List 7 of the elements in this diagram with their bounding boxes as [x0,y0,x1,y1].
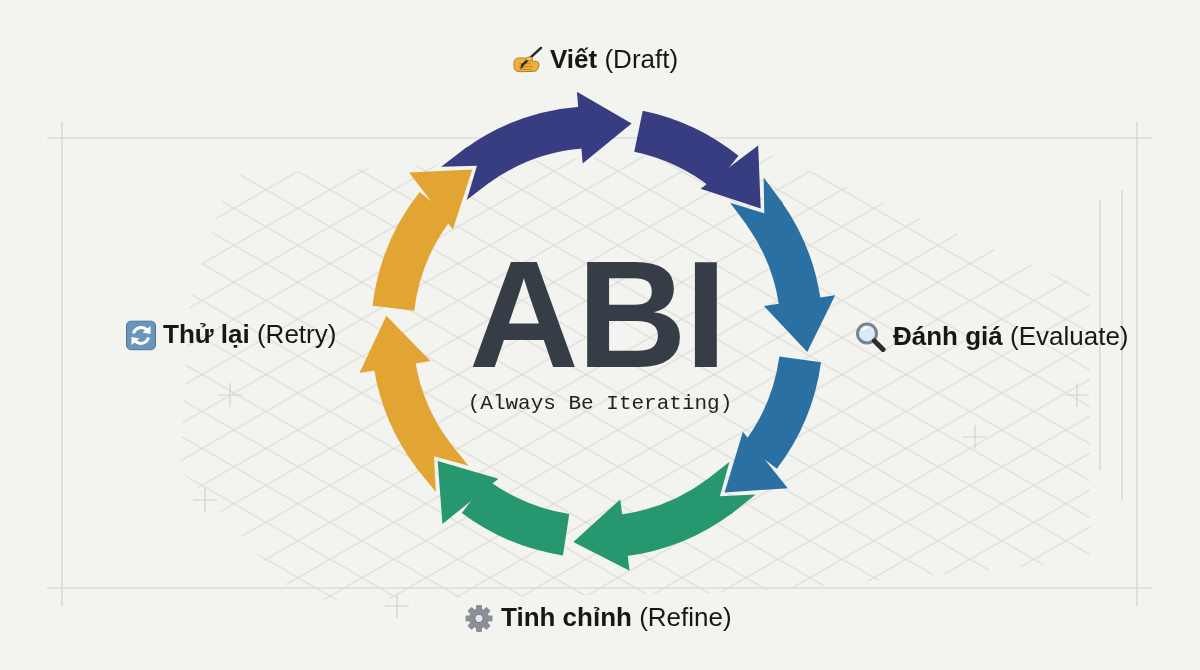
step-label: Đánh giá (Evaluate) [893,321,1129,353]
acronym-expansion: (Always Be Iterating) [467,391,733,417]
step-label: Viết (Draft) [550,44,679,76]
step-label: Thử lại (Retry) [163,319,337,351]
step-label: Tinh chỉnh (Refine) [501,602,732,634]
curved-arrow [633,110,835,352]
center-acronym: ABI [469,250,725,380]
